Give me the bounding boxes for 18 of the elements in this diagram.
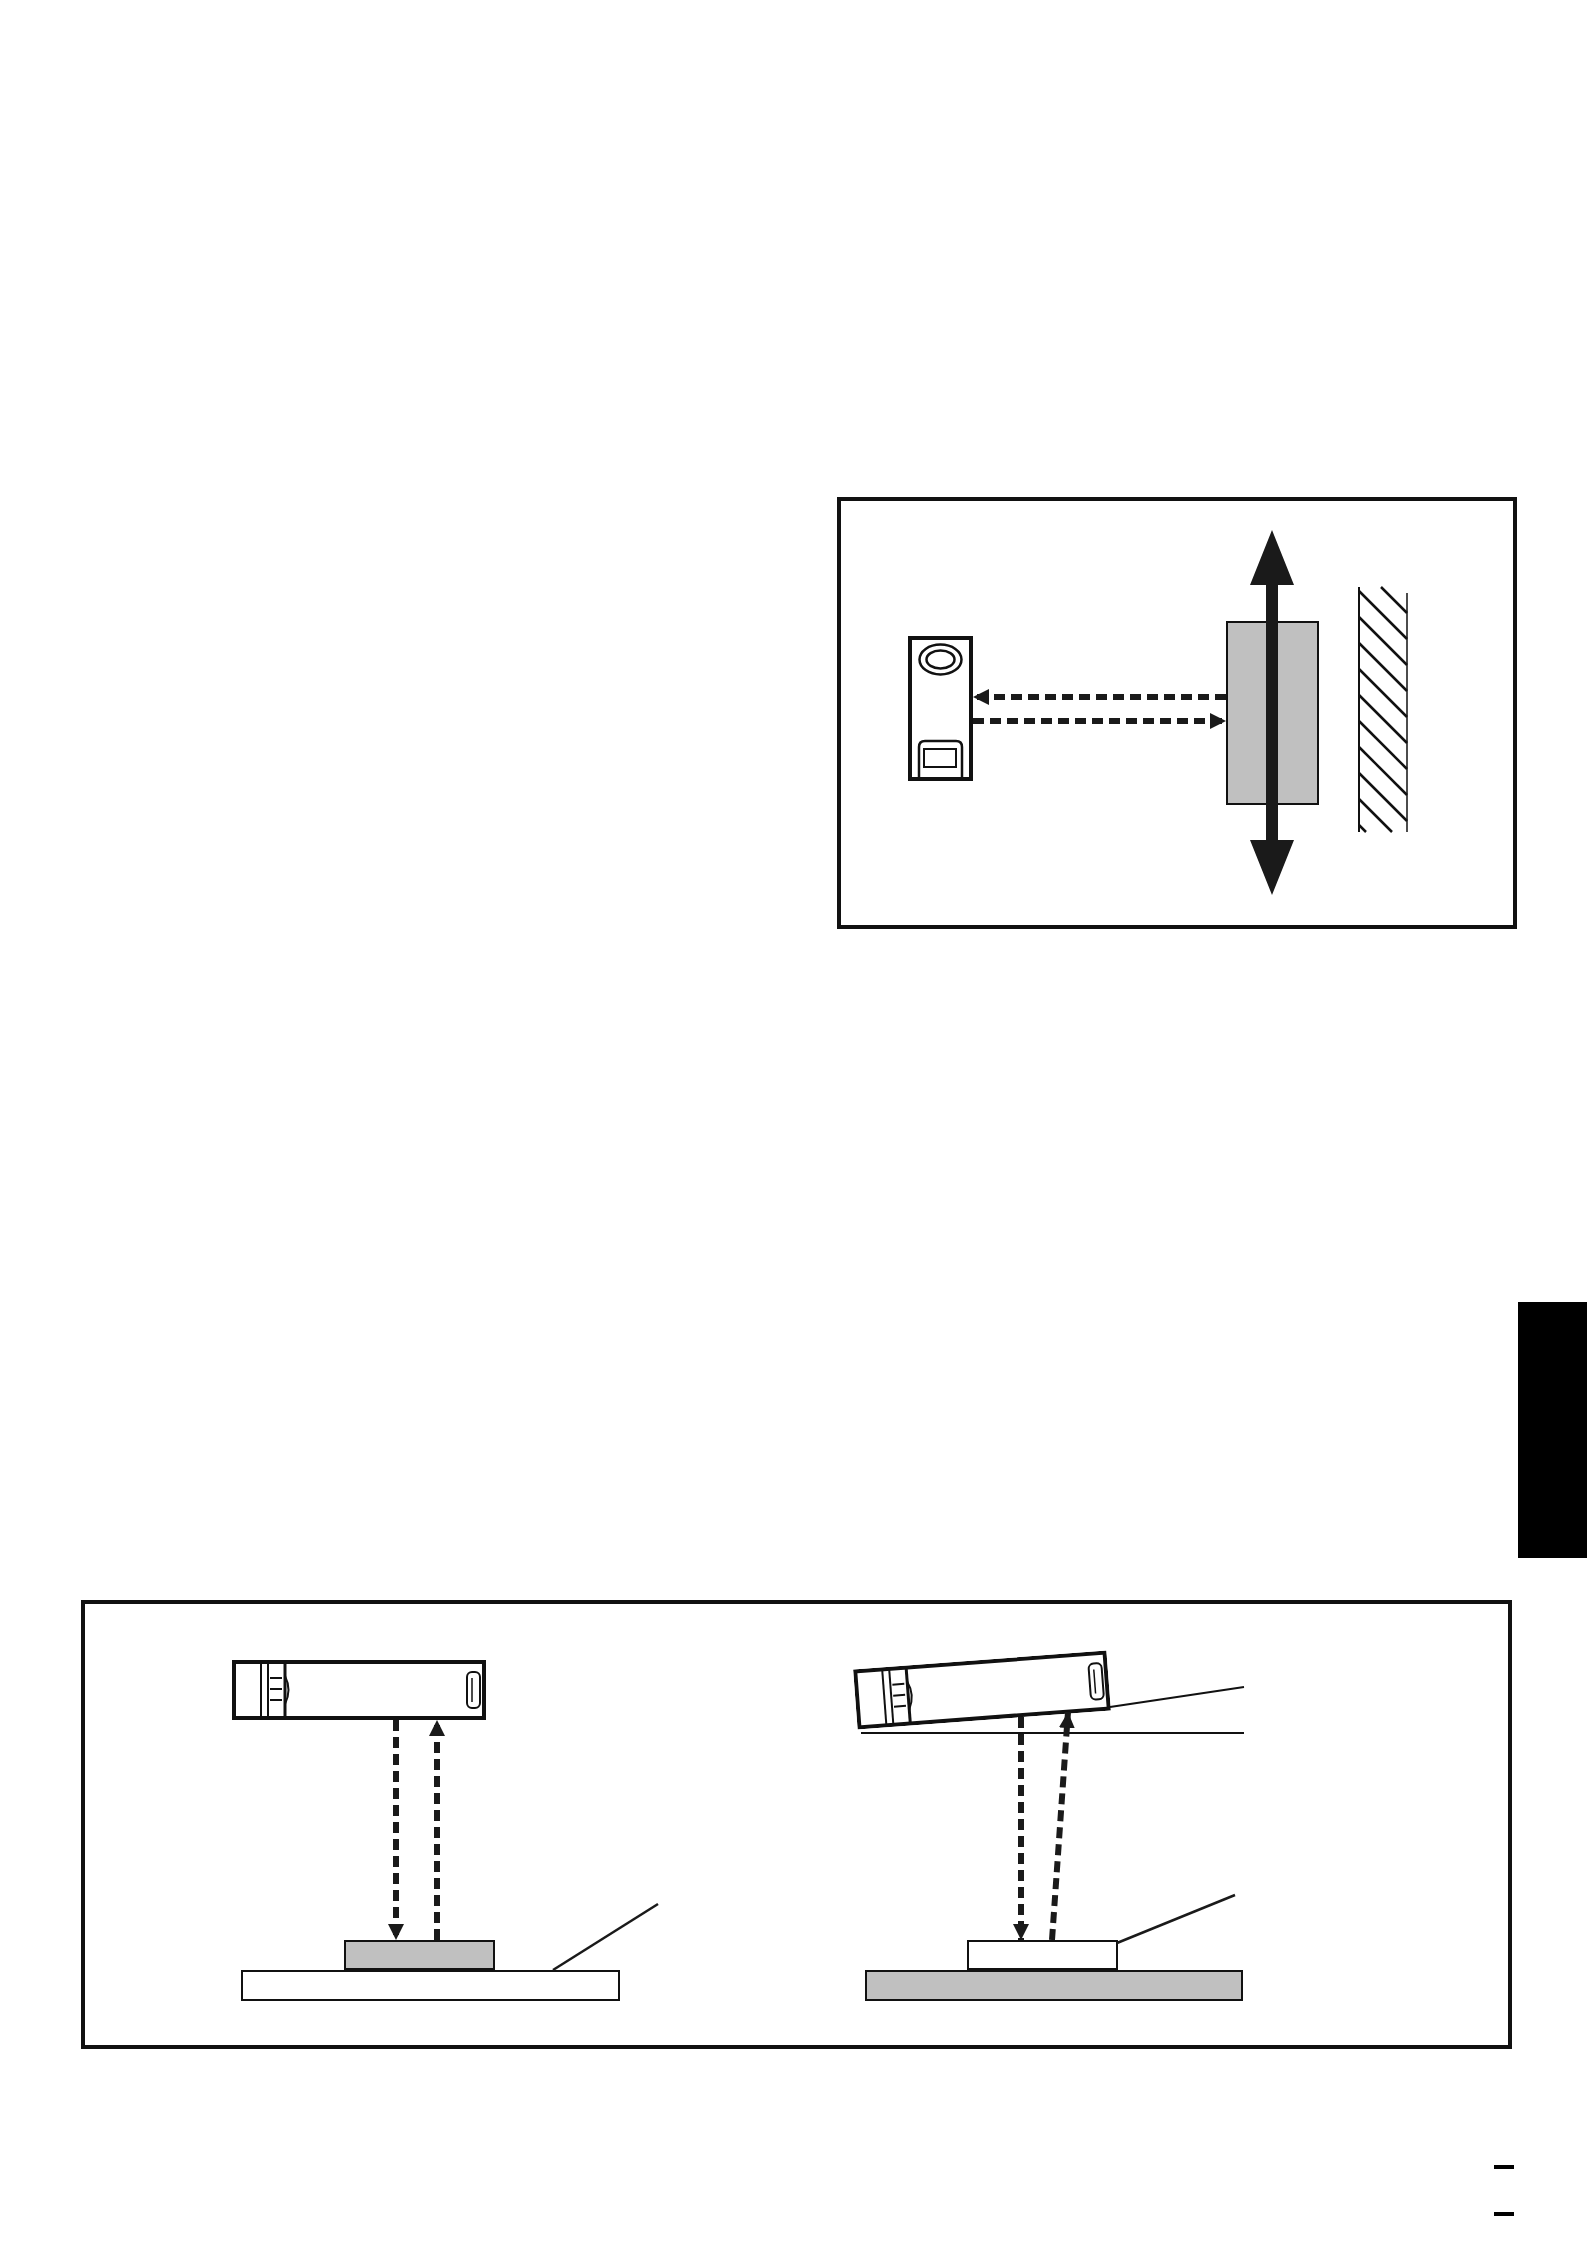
arrow	[1049, 1711, 1075, 1941]
sensor-drawing	[853, 1650, 1111, 1730]
arrow	[1013, 1717, 1029, 1940]
leader-line	[552, 1902, 659, 1972]
figure-panel	[837, 497, 1517, 929]
arrow	[388, 1720, 404, 1940]
arrow	[429, 1720, 445, 1940]
figure-panel	[81, 1600, 1512, 2049]
sensor-drawing	[908, 636, 973, 781]
sensor-drawing	[232, 1660, 486, 1720]
base-plate	[241, 1970, 620, 2001]
leader-line	[1116, 1893, 1236, 1945]
target-block	[967, 1940, 1118, 1970]
arrow	[973, 713, 1226, 729]
section-tab	[1518, 1302, 1587, 1558]
target-block	[344, 1940, 495, 1970]
base-plate	[865, 1970, 1243, 2001]
arrow	[973, 689, 1226, 705]
